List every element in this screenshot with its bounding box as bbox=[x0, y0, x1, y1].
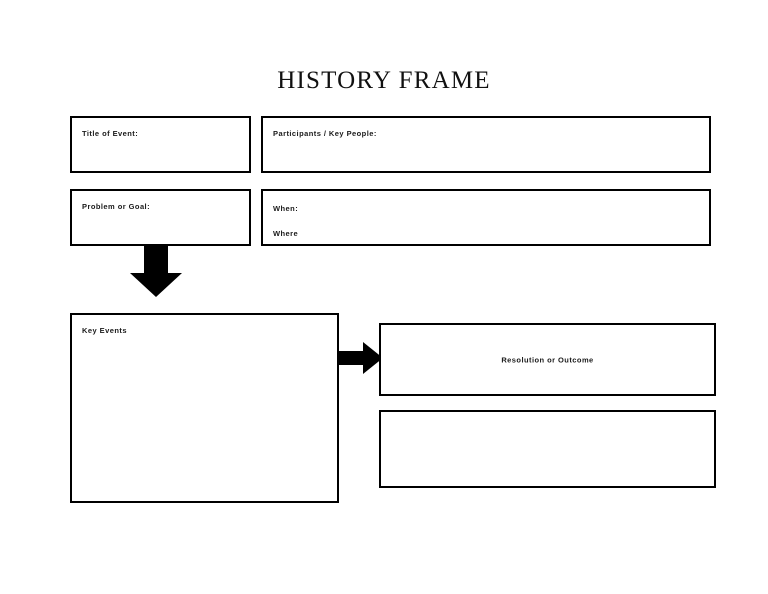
resolution-or-outcome-box[interactable]: Resolution or Outcome bbox=[379, 323, 716, 396]
arrow-right-icon bbox=[337, 342, 383, 374]
problem-or-goal-box[interactable]: Problem or Goal: bbox=[70, 189, 251, 246]
problem-or-goal-label: Problem or Goal: bbox=[82, 202, 151, 211]
key-events-box[interactable]: Key Events bbox=[70, 313, 339, 503]
title-of-event-box[interactable]: Title of Event: bbox=[70, 116, 251, 173]
where-label: Where bbox=[273, 229, 299, 238]
title-of-event-label: Title of Event: bbox=[82, 129, 139, 138]
additional-notes-box[interactable] bbox=[379, 410, 716, 488]
when-label: When: bbox=[273, 204, 299, 213]
arrow-down-icon bbox=[130, 245, 182, 297]
resolution-or-outcome-label: Resolution or Outcome bbox=[501, 354, 594, 364]
page-title: HISTORY FRAME bbox=[277, 67, 491, 94]
when-where-box[interactable]: When: Where bbox=[261, 189, 711, 246]
key-events-label: Key Events bbox=[82, 326, 127, 335]
participants-key-people-label: Participants / Key People: bbox=[273, 129, 377, 138]
participants-key-people-box[interactable]: Participants / Key People: bbox=[261, 116, 711, 173]
